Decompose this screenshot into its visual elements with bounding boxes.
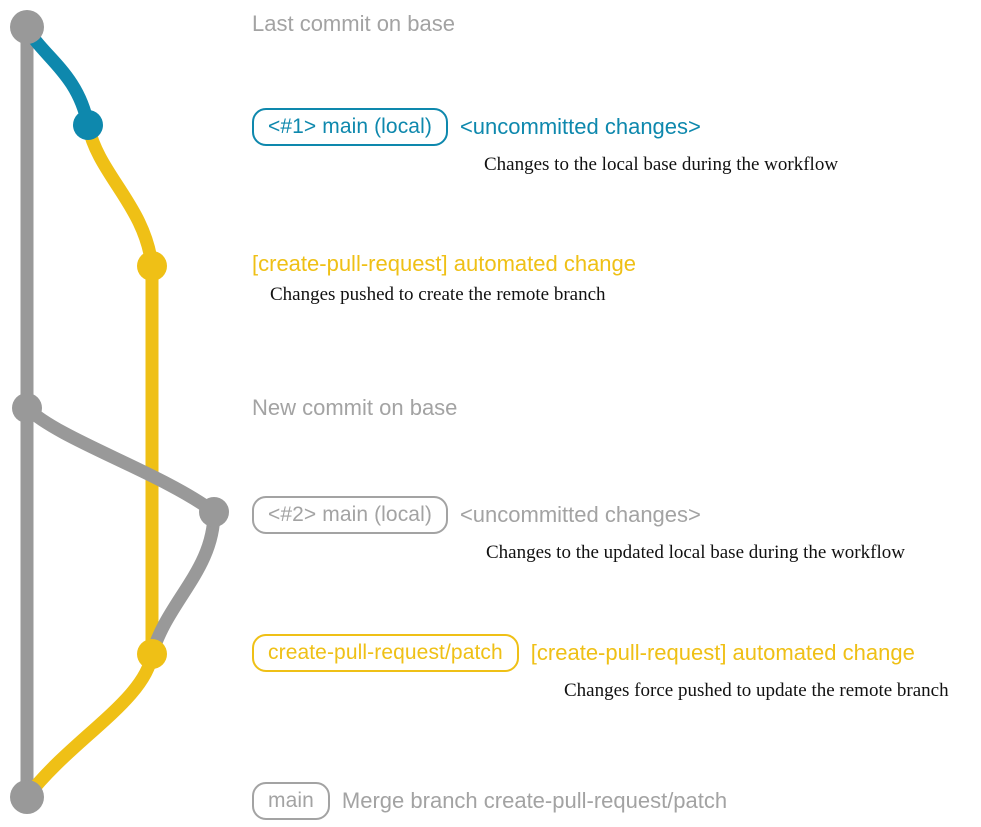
node-new-commit-on-base bbox=[12, 393, 42, 423]
node-local-main-2 bbox=[199, 497, 229, 527]
row-automated-change-1: [create-pull-request] automated change C… bbox=[252, 251, 637, 306]
commit-message-automated-change-1: [create-pull-request] automated change bbox=[252, 251, 637, 276]
commit-message-local-main-1: <uncommitted changes> bbox=[459, 113, 701, 139]
row-automated-change-2: create-pull-request/patch [create-pull-r… bbox=[252, 634, 949, 702]
node-automated-change-2 bbox=[137, 639, 167, 669]
node-automated-change-1 bbox=[137, 251, 167, 281]
updated-base-merge-gray-line bbox=[145, 505, 221, 661]
row-head: New commit on base bbox=[252, 395, 458, 420]
row-head: [create-pull-request] automated change bbox=[252, 251, 637, 276]
commit-graph bbox=[10, 10, 229, 814]
row-head: Last commit on base bbox=[252, 11, 455, 36]
commit-description-local-main-1: Changes to the local base during the wor… bbox=[484, 154, 839, 175]
updated-base-fork-gray-line bbox=[20, 401, 221, 519]
row-head: main Merge branch create-pull-request/pa… bbox=[252, 782, 727, 820]
branch-badge-create-pull-request-patch[interactable]: create-pull-request/patch bbox=[252, 634, 519, 672]
node-local-main-1 bbox=[73, 110, 103, 140]
row-local-main-2: <#2> main (local) <uncommitted changes> … bbox=[252, 496, 905, 564]
row-merge-commit: main Merge branch create-pull-request/pa… bbox=[252, 782, 727, 820]
node-merge-commit bbox=[10, 780, 44, 814]
branch-badge-main[interactable]: main bbox=[252, 782, 330, 820]
node-last-commit-on-base bbox=[10, 10, 44, 44]
commit-message-last-commit-on-base: Last commit on base bbox=[252, 11, 455, 36]
row-head: create-pull-request/patch [create-pull-r… bbox=[252, 634, 949, 672]
commit-description-automated-change-1: Changes pushed to create the remote bran… bbox=[270, 284, 606, 306]
branch-badge-local-main-2[interactable]: <#2> main (local) bbox=[252, 496, 448, 534]
row-local-main-1: <#1> main (local) <uncommitted changes> … bbox=[252, 108, 838, 176]
patch-branch-yellow-line-upper bbox=[81, 118, 159, 273]
row-head: <#2> main (local) <uncommitted changes> bbox=[252, 496, 905, 534]
row-head: <#1> main (local) <uncommitted changes> bbox=[252, 108, 838, 146]
commit-description-automated-change-2: Changes force pushed to update the remot… bbox=[564, 680, 949, 701]
commit-description-local-main-2: Changes to the updated local base during… bbox=[486, 542, 905, 563]
commit-message-automated-change-2: [create-pull-request] automated change bbox=[530, 639, 915, 665]
row-new-commit-on-base: New commit on base bbox=[252, 395, 458, 420]
commit-message-new-commit-on-base: New commit on base bbox=[252, 395, 458, 420]
commit-message-merge-commit: Merge branch create-pull-request/patch bbox=[341, 787, 728, 813]
commit-message-local-main-2: <uncommitted changes> bbox=[459, 501, 701, 527]
row-last-commit-on-base: Last commit on base bbox=[252, 11, 455, 36]
branch-badge-local-main-1[interactable]: <#1> main (local) bbox=[252, 108, 448, 146]
patch-merge-yellow-line bbox=[20, 647, 159, 804]
